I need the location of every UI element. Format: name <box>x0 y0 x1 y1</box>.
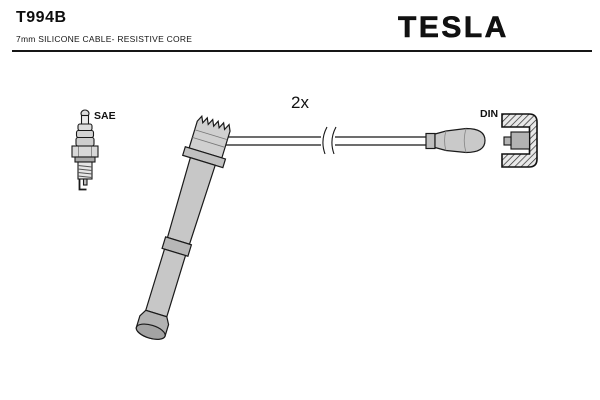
tesla-logo: TESLA <box>398 11 509 45</box>
sae-label: SAE <box>94 110 116 122</box>
part-number: T994B <box>16 9 67 26</box>
header-divider <box>12 50 592 52</box>
din-connector-cap <box>501 113 538 168</box>
ignition-cable <box>226 126 428 155</box>
quantity-label: 2x <box>291 93 309 112</box>
cable-terminal-boot <box>425 127 486 154</box>
spark-plug-boot <box>135 114 231 340</box>
cable-spec-subtitle: 7mm SILICONE CABLE- RESISTIVE CORE <box>16 34 193 44</box>
din-label: DIN <box>480 108 498 120</box>
cable-break-marks <box>322 126 337 155</box>
brand-text: TESLA <box>398 11 509 44</box>
spark-plug <box>71 109 99 191</box>
